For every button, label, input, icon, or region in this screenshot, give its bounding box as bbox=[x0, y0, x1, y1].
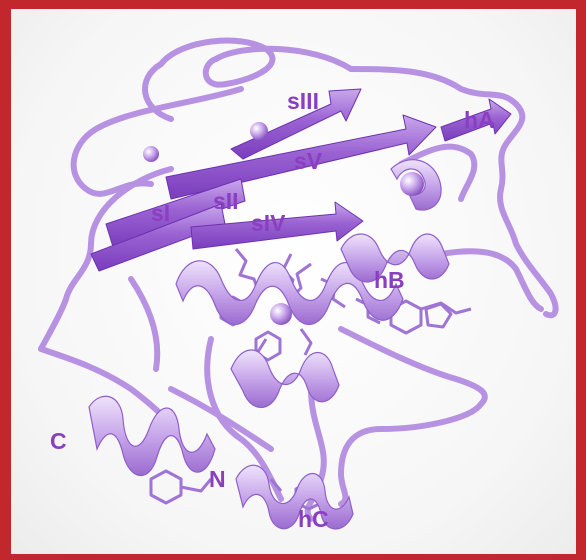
label-sv: sV bbox=[294, 148, 323, 174]
helix-lower bbox=[230, 349, 340, 408]
figure-panel: sIII hA sV sI sII sIV hB C N hC bbox=[11, 9, 576, 554]
label-hb: hB bbox=[374, 267, 405, 293]
strand-sii bbox=[105, 178, 246, 248]
structure-labels: sIII hA sV sI sII sIV hB C N hC bbox=[50, 88, 495, 532]
label-n: N bbox=[209, 466, 226, 492]
ion-3 bbox=[400, 172, 424, 196]
label-siv: sIV bbox=[251, 210, 286, 236]
label-hc: hC bbox=[298, 506, 329, 532]
strand-siv bbox=[190, 201, 364, 250]
strand-siii bbox=[230, 88, 362, 160]
ion-2 bbox=[143, 146, 159, 162]
protein-structure-diagram: sIII hA sV sI sII sIV hB C N hC bbox=[38, 37, 559, 532]
ion-1 bbox=[250, 122, 268, 140]
label-siii: sIII bbox=[287, 88, 319, 114]
label-ha: hA bbox=[464, 107, 495, 133]
helix-c-terminal bbox=[88, 395, 216, 477]
label-si: sI bbox=[151, 200, 170, 226]
beta-strands bbox=[90, 88, 512, 272]
helix-hc bbox=[235, 464, 354, 530]
label-c: C bbox=[50, 428, 67, 454]
metal-ions bbox=[143, 122, 424, 325]
helix-hb bbox=[175, 260, 404, 325]
label-sii: sII bbox=[213, 188, 239, 214]
helix-ha-region bbox=[340, 159, 450, 283]
ion-4 bbox=[270, 303, 292, 325]
